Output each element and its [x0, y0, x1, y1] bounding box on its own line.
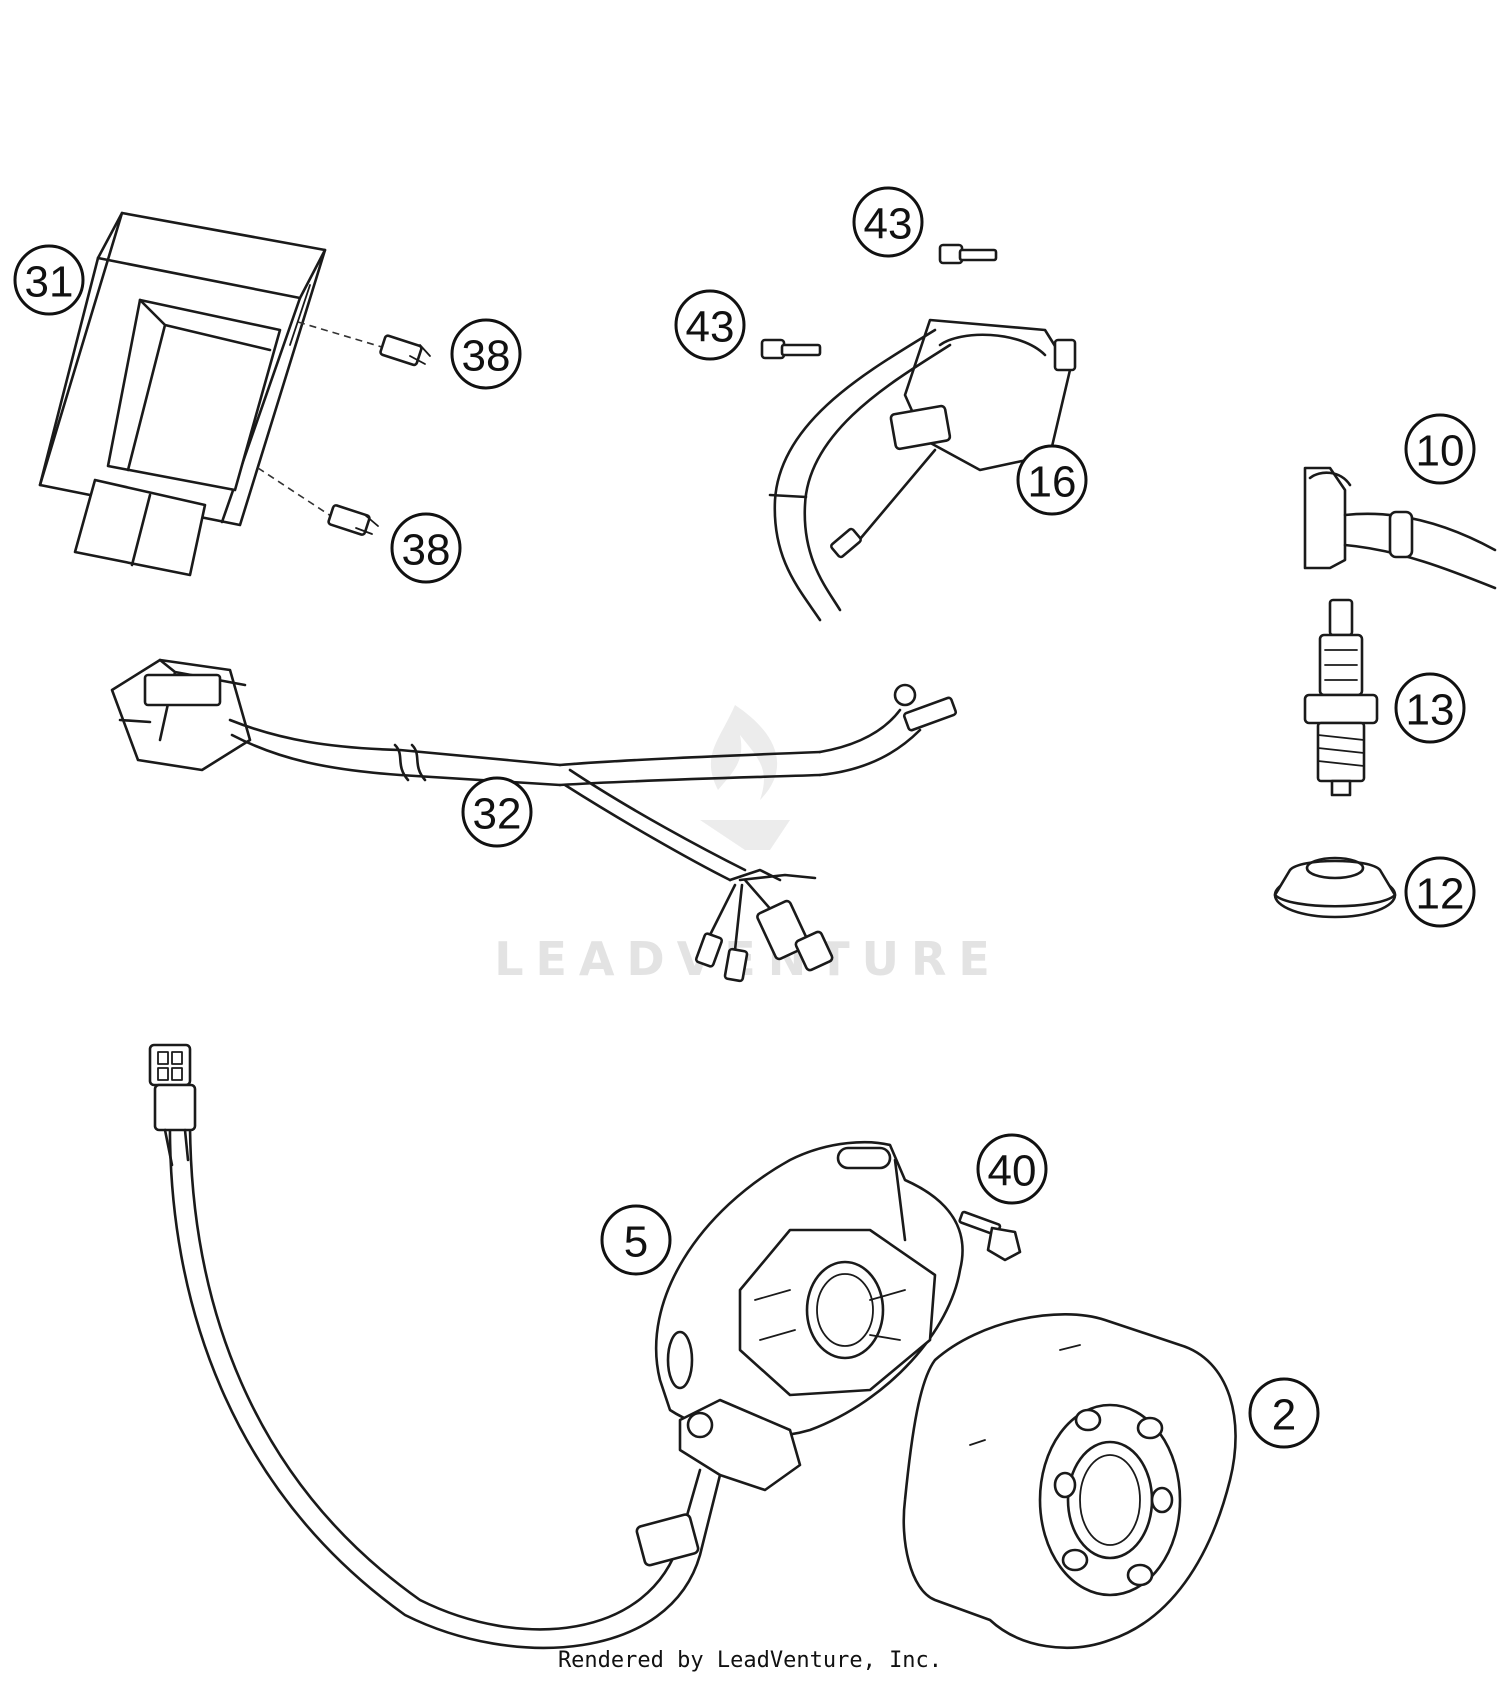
- control-unit-31[interactable]: [38, 211, 327, 577]
- spark-plug-13[interactable]: [1303, 598, 1379, 797]
- callout-13: 13: [1394, 672, 1466, 744]
- ignition-coil-16[interactable]: [768, 318, 1077, 622]
- callout-31: 31: [13, 244, 85, 316]
- cap-12[interactable]: [1273, 856, 1397, 919]
- callout-label: 5: [624, 1218, 648, 1267]
- callout-label: 43: [864, 200, 913, 249]
- callout-43-lower: 43: [674, 289, 746, 361]
- callout-40: 40: [976, 1133, 1048, 1205]
- callout-label: 43: [686, 303, 735, 352]
- spark-plug-connector-10[interactable]: [1303, 466, 1497, 590]
- leader-line: [297, 321, 393, 351]
- callout-label: 31: [25, 258, 74, 307]
- footer-credit: Rendered by LeadVenture, Inc.: [557, 1648, 943, 1673]
- watermark: LEADVENTURE: [494, 705, 1002, 986]
- stator-5[interactable]: [148, 1043, 964, 1650]
- callout-32: 32: [461, 776, 533, 848]
- callout-10: 10: [1404, 413, 1476, 485]
- callout-label: 12: [1416, 870, 1465, 919]
- callout-16: 16: [1016, 444, 1088, 516]
- callout-label: 32: [473, 790, 522, 839]
- bolt-43-upper[interactable]: [938, 243, 998, 265]
- callout-5: 5: [600, 1204, 672, 1276]
- callout-label: 10: [1416, 427, 1465, 476]
- callout-label: 13: [1406, 686, 1455, 735]
- bolt-43-lower[interactable]: [760, 338, 822, 360]
- callout-43-upper: 43: [852, 186, 924, 258]
- leader-line: [257, 467, 341, 523]
- callout-label: 2: [1272, 1391, 1296, 1440]
- callout-12: 12: [1404, 856, 1476, 928]
- flywheel-2[interactable]: [902, 1313, 1237, 1650]
- callout-label: 38: [402, 526, 451, 575]
- bolt-38-upper[interactable]: [379, 334, 431, 367]
- callout-label: 16: [1028, 458, 1077, 507]
- callout-label: 40: [988, 1147, 1037, 1196]
- callout-2: 2: [1248, 1377, 1320, 1449]
- bolt-38-lower[interactable]: [327, 504, 379, 536]
- callout-38-lower: 38: [390, 512, 462, 584]
- wiring-harness-32[interactable]: [110, 658, 958, 983]
- callout-38-upper: 38: [450, 318, 522, 390]
- watermark-text: LEADVENTURE: [494, 932, 1002, 986]
- callout-label: 38: [462, 332, 511, 381]
- bolt-40[interactable]: [958, 1210, 1022, 1262]
